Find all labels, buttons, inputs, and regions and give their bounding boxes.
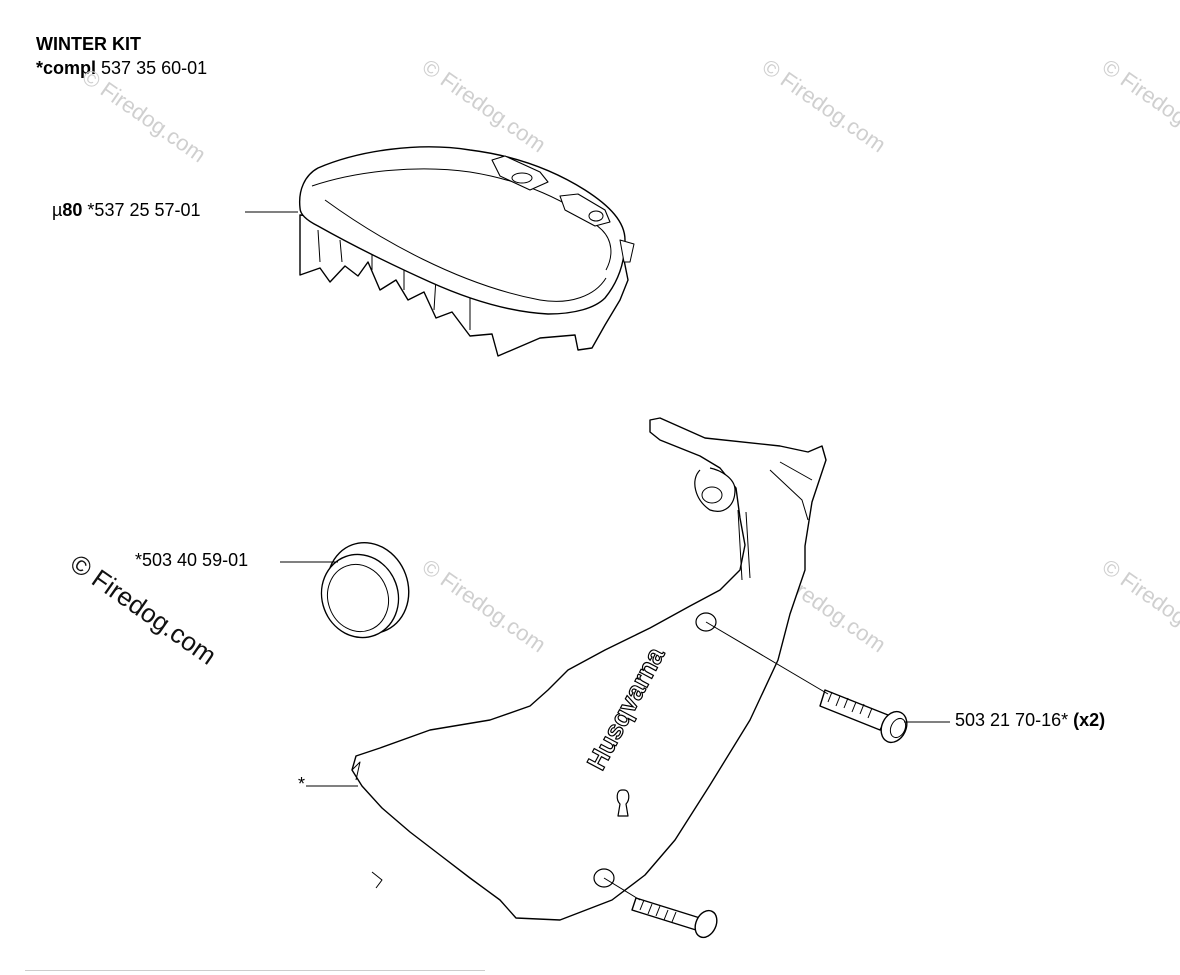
- callout-part-number: 503 21 70-16*: [955, 710, 1069, 730]
- kit-part-number: *compl 537 35 60-01: [36, 58, 207, 79]
- callout-quantity: (x2): [1073, 710, 1106, 730]
- callout-mu-symbol: µ: [52, 200, 63, 220]
- screw-part-second: [631, 897, 718, 939]
- leader-line: [705, 621, 829, 695]
- callout-side-cover: *: [298, 774, 306, 794]
- callout-ref-number: 80: [62, 200, 83, 220]
- callout-part-number: *537 25 57-01: [87, 200, 201, 220]
- plug-part: [320, 541, 410, 639]
- compl-number: 537 35 60-01: [101, 58, 208, 78]
- bottom-divider: [25, 970, 485, 971]
- screw-part: [819, 689, 908, 744]
- compl-prefix: *compl: [36, 58, 97, 78]
- diagram-title: WINTER KIT: [36, 34, 141, 54]
- top-cover-part: [298, 146, 635, 357]
- leader-line: [603, 877, 641, 901]
- callout-plug: *503 40 59-01: [135, 550, 249, 570]
- side-cover-part: [351, 417, 827, 921]
- callout-screw: 503 21 70-16* (x2): [955, 710, 1105, 731]
- callout-top-cover: µ80 *537 25 57-01: [52, 200, 201, 221]
